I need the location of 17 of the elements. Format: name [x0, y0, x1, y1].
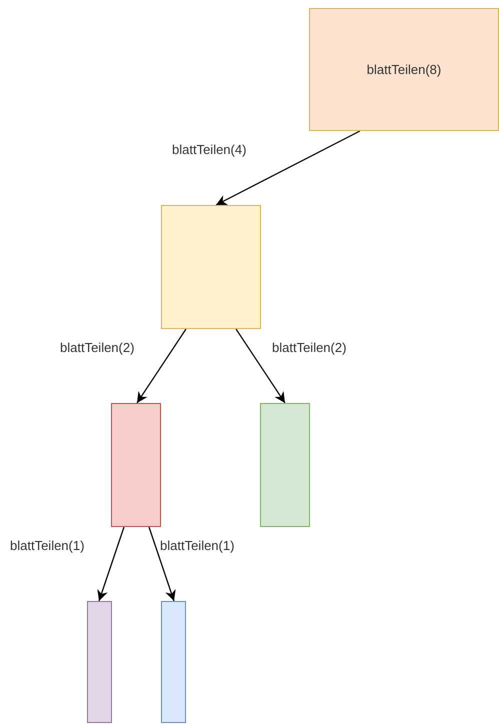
empty-box [161, 205, 261, 329]
arrow [236, 328, 286, 404]
edge-label: blattTeilen(1) [10, 537, 84, 555]
arrow [97, 526, 125, 602]
arrow [216, 130, 360, 206]
node-label: blattTeilen(8) [366, 60, 442, 79]
edge-label: blattTeilen(4) [172, 141, 246, 159]
empty-box [111, 403, 161, 527]
empty-box [87, 601, 112, 723]
empty-box [161, 601, 186, 723]
edge-label: blattTeilen(2) [272, 339, 346, 357]
empty-box [260, 403, 310, 527]
edge-label: blattTeilen(1) [160, 537, 234, 555]
process-box [309, 8, 499, 131]
arrow [148, 526, 176, 602]
edge-label: blattTeilen(2) [60, 339, 134, 357]
arrow [136, 328, 186, 404]
